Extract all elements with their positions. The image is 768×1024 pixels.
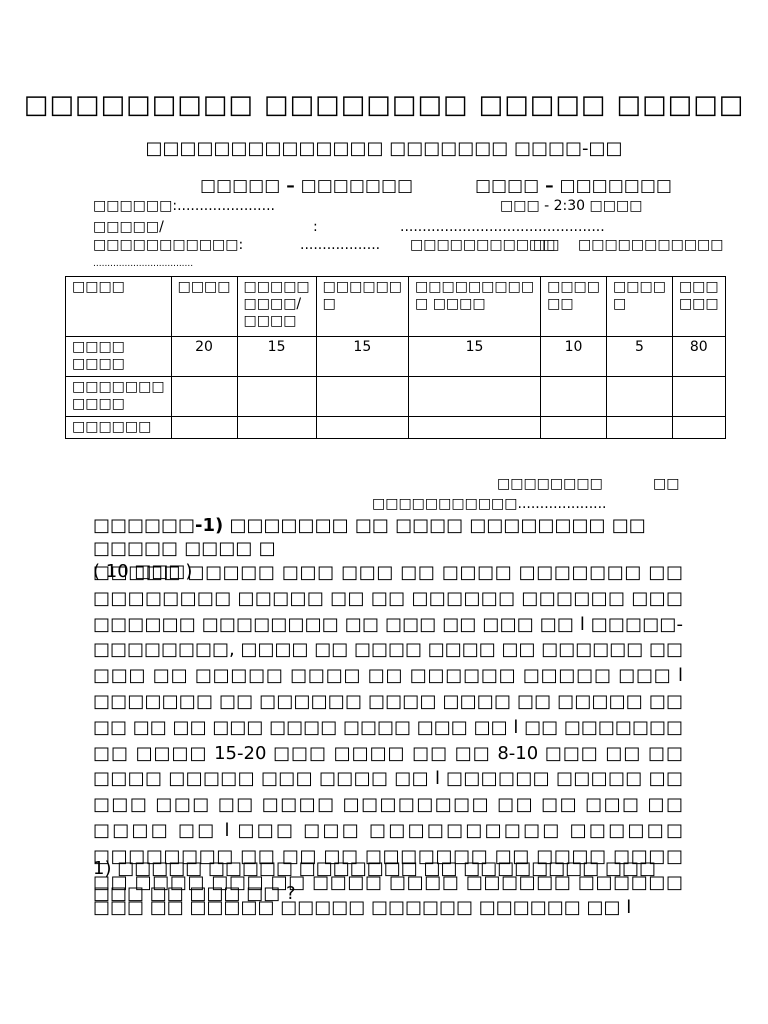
table-cell: □□□□□□□ □□□□	[65, 376, 172, 417]
table-row: □□□□□□□□□□□□□ □□□□/ □□□□□□□□□□ □□□□□□□□□…	[65, 276, 726, 337]
exam-info-line: □□□□□ – □□□□□□□ □□□□ – □□□□□□□	[200, 176, 672, 196]
signature-of: □□	[653, 476, 680, 492]
table-cell	[671, 376, 726, 417]
exam-name: □□□□□ – □□□□□□□	[200, 176, 414, 196]
table-cell: 80	[671, 336, 726, 377]
table-cell: 15	[408, 336, 542, 377]
table-cell: □□□□□□ □	[315, 276, 410, 337]
class-dots: ........................................…	[400, 219, 605, 235]
school-title: □□□□□□□□□ □□□□□□□□ □□□□□ □□□□□	[23, 90, 745, 120]
table-cell	[315, 416, 410, 439]
marks-table: □□□□□□□□□□□□□ □□□□/ □□□□□□□□□□ □□□□□□□□□…	[65, 276, 726, 439]
table-cell	[408, 376, 542, 417]
signature-label: □□□□□□□□	[497, 476, 603, 492]
marks-label: □□□□□□□□□□□	[410, 237, 556, 253]
table-cell	[315, 376, 410, 417]
table-cell	[606, 376, 673, 417]
table-cell: □□□□ □	[606, 276, 673, 337]
date-field: □□□□□□:......................	[93, 198, 275, 214]
subject-dots: ..................	[300, 237, 381, 253]
table-cell	[170, 376, 238, 417]
marks-end: □□□□□□□□□□□	[578, 237, 724, 253]
session-subtitle: □□□□□□□□□□□□□□ □□□□□□□ □□□□-□□	[145, 138, 623, 159]
table-cell: 20	[170, 336, 238, 377]
table-cell: □□□□	[65, 276, 172, 337]
question-title: □□□□□□-1) □□□□□□□ □□ □□□□ □□□□□□□□ □□ □□…	[93, 515, 646, 559]
table-cell	[170, 416, 238, 439]
table-cell	[540, 376, 608, 417]
table-cell: □□□ □□□	[671, 276, 726, 337]
table-cell: 15	[315, 336, 410, 377]
reading-passage: □□□□□ □□□□□ □□□ □□□ □□ □□□□ □□□□□□□ □□ □…	[93, 562, 683, 919]
table-cell	[606, 416, 673, 439]
table-cell: 5	[606, 336, 673, 377]
table-cell	[671, 416, 726, 439]
table-cell: 15	[236, 336, 317, 377]
question-marks: ( 10 □□□)	[93, 561, 193, 582]
table-cell	[236, 416, 317, 439]
sub-question-1: 1) □□□□□ □□□□□ □□□□□□□ □□ □□□□□□□□ □□□ □…	[93, 858, 657, 904]
class-colon: :	[313, 219, 318, 235]
time-field: □□□ - 2:30 □□□□	[500, 198, 643, 214]
dotted-line: ...................................	[93, 259, 194, 269]
table-cell: □□□□□□□□□ □ □□□□	[408, 276, 542, 337]
subject-label: □□□□□□□□□□□:	[93, 237, 244, 253]
table-cell	[540, 416, 608, 439]
table-row: □□□□□□	[65, 416, 726, 439]
table-cell	[236, 376, 317, 417]
exam-subject: □□□□ – □□□□□□□	[474, 176, 672, 196]
table-cell	[408, 416, 542, 439]
question-heading: □□□□□□-1) □□□□□□□ □□ □□□□ □□□□□□□□ □□ □□…	[93, 514, 683, 583]
table-cell: □□□□□ □□□□/ □□□□	[236, 276, 317, 337]
class-label: □□□□□/	[93, 219, 164, 235]
table-cell: □□□□	[170, 276, 238, 337]
table-cell: □□□□□□	[65, 416, 172, 439]
table-cell: □□□□ □□	[540, 276, 608, 337]
table-cell: 10	[540, 336, 608, 377]
table-cell: □□□□ □□□□	[65, 336, 172, 377]
marks-of: □□	[533, 237, 560, 253]
table-row: □□□□□□□ □□□□	[65, 376, 726, 417]
signature-line: □□□□□□□□□□□....................	[372, 496, 607, 512]
